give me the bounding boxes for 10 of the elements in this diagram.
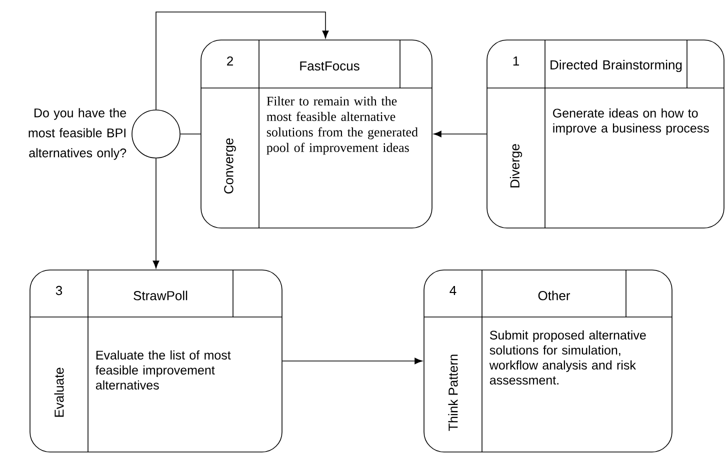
thinklet-card: 4 Other Think Pattern Submit proposed alternative solutions for simulation, workflow analysis and risk assessment. — [424, 270, 672, 452]
decision-circle — [132, 110, 180, 158]
arrow — [282, 358, 422, 364]
arrow — [156, 12, 329, 110]
arrow — [152, 158, 160, 268]
thinklet-card: 2 FastFocus Converge Filter to remain with the most feasible alternative solutions from the generated pool of improvement ideas — [200, 40, 432, 228]
thinklet-card: 3 StrawPoll Evaluate Evaluate the list of most feasible improvement alternatives — [30, 270, 282, 452]
arrow — [434, 130, 487, 138]
question-label: Do you have the most feasible BPI alternatives only? — [28, 108, 126, 160]
thinklet-card: 1 Directed Brainstorming Diverge Generate ideas on how to improve a business process — [486, 40, 724, 228]
